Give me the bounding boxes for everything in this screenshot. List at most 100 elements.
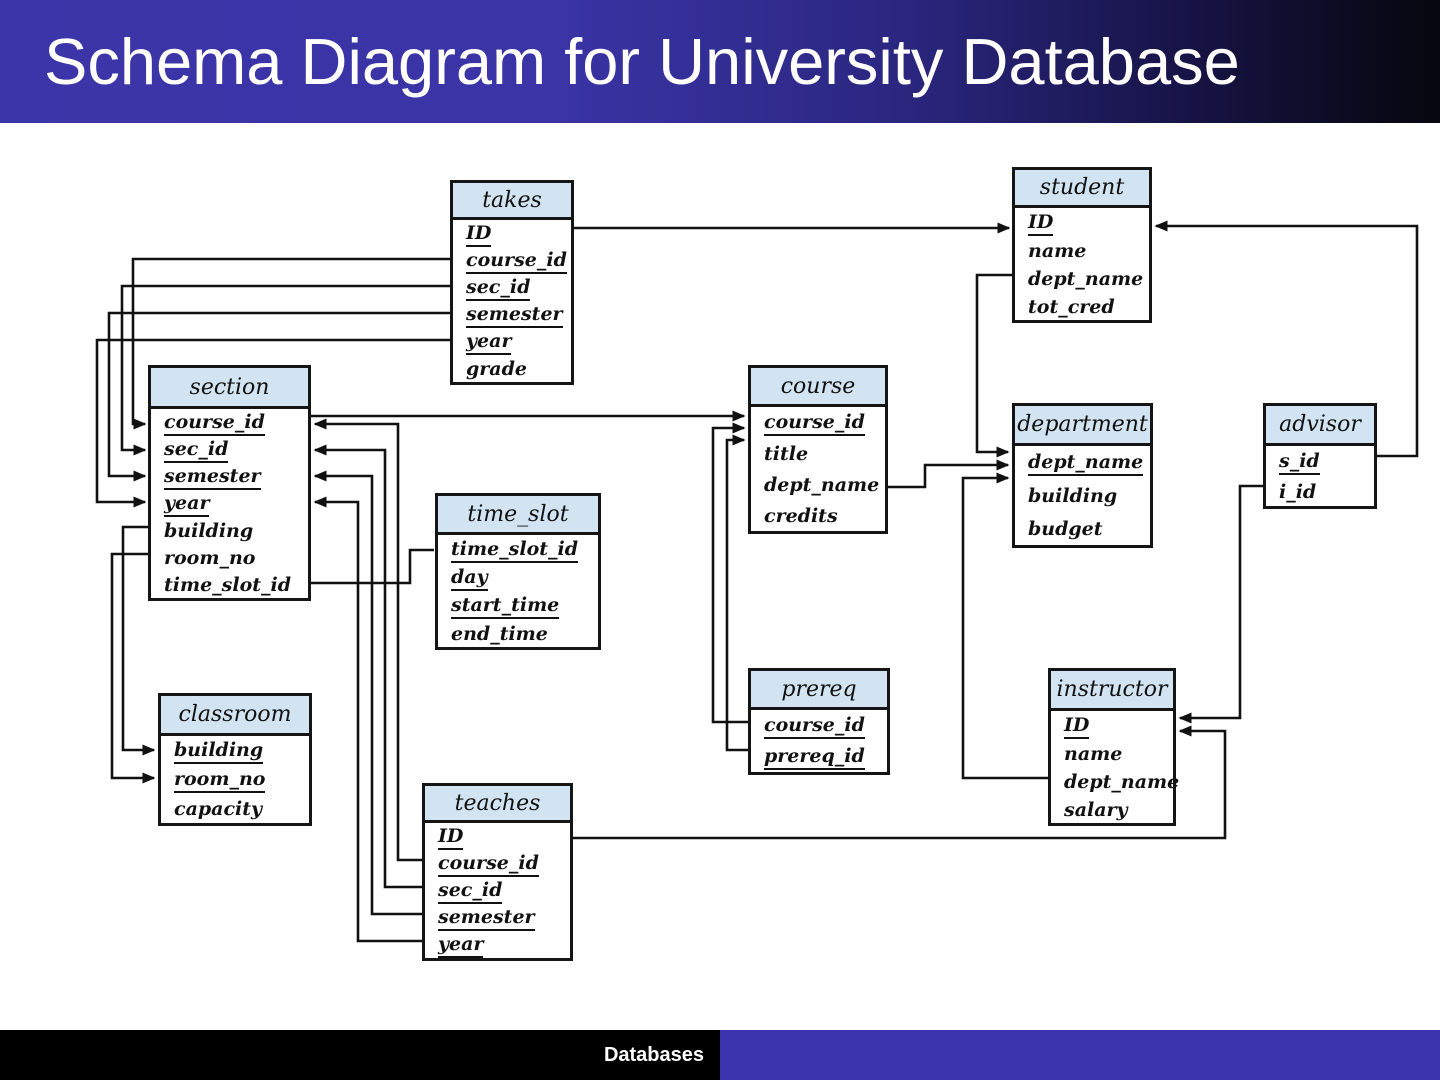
attribute-label: i_id [1279, 480, 1317, 503]
wire-course.dept_name-to-department.dept_name [888, 459, 1010, 489]
table-body: dept_name building budget [1015, 446, 1150, 547]
table-header-prereq: prereq [751, 671, 887, 710]
wire-teaches.semester-to-section.semester [313, 470, 422, 916]
wire-takes.course_id-to-section.course_id [131, 257, 450, 430]
table-prereq: prereq course_id prereq_id [748, 668, 890, 775]
primary-key-attribute: course_id [164, 413, 265, 436]
primary-key-attribute: dept_name [1028, 453, 1144, 476]
primary-key-attribute: ID [1028, 212, 1054, 236]
table-header-time_slot: time_slot [438, 496, 598, 535]
primary-key-attribute: day [451, 567, 488, 591]
attribute-teaches-course_id: course_id [438, 852, 570, 879]
primary-key-attribute: room_no [174, 770, 266, 793]
primary-key-attribute: prereq_id [764, 747, 865, 770]
attribute-teaches-year: year [438, 933, 570, 960]
table-header-student: student [1015, 170, 1149, 208]
title-bar: Schema Diagram for University Database [0, 0, 1440, 123]
table-header-teaches: teaches [425, 786, 570, 823]
page-title: Schema Diagram for University Database [44, 25, 1240, 98]
attribute-section-course_id: course_id [164, 411, 308, 438]
attribute-label: salary [1064, 798, 1128, 821]
attribute-classroom-room_no: room_no [174, 767, 309, 796]
primary-key-attribute: time_slot_id [451, 539, 579, 563]
table-body: building room_no capacity [161, 736, 309, 825]
attribute-takes-year: year [466, 330, 571, 357]
attribute-instructor-dept_name: dept_name [1064, 769, 1179, 797]
primary-key-attribute: ID [438, 827, 464, 850]
primary-key-attribute: course_id [764, 413, 865, 436]
attribute-classroom-capacity: capacity [174, 796, 309, 825]
primary-key-attribute: sec_id [438, 881, 503, 904]
table-header-instructor: instructor [1051, 671, 1173, 711]
primary-key-attribute: ID [1064, 715, 1090, 739]
table-header-department: department [1015, 406, 1150, 446]
attribute-instructor-ID: ID [1064, 713, 1173, 741]
attribute-time_slot-day: day [451, 565, 598, 593]
primary-key-attribute: semester [466, 305, 563, 328]
wire-advisor.i_id-to-instructor.ID [1178, 484, 1263, 724]
relationship-wires [95, 220, 1419, 943]
wire-section.building-to-classroom.building [121, 525, 156, 756]
table-header-takes: takes [453, 183, 571, 220]
attribute-student-dept_name: dept_name [1028, 266, 1149, 294]
wire-prereq.course_id-to-course.course_id [711, 422, 748, 724]
wire-takes.year-to-section.year [95, 338, 450, 508]
attribute-section-year: year [164, 492, 308, 519]
footer-blue-segment [720, 1030, 1440, 1080]
attribute-section-room_no: room_no [164, 546, 308, 573]
attribute-instructor-name: name [1064, 741, 1173, 769]
wire-takes.sec_id-to-section.sec_id [120, 284, 450, 456]
wire-teaches.year-to-section.year [313, 496, 422, 943]
table-department: department dept_name building budget [1012, 403, 1153, 548]
primary-key-attribute: year [466, 332, 512, 355]
attribute-label: dept_name [1064, 770, 1180, 793]
primary-key-attribute: course_id [764, 716, 865, 739]
primary-key-attribute: course_id [466, 251, 567, 274]
attribute-section-semester: semester [164, 465, 308, 492]
attribute-teaches-ID: ID [438, 825, 570, 852]
wire-section.room_no-to-classroom.room_no [110, 552, 156, 784]
table-body: course_id prereq_id [751, 710, 887, 774]
attribute-takes-semester: semester [466, 303, 571, 330]
attribute-label: grade [466, 358, 527, 380]
primary-key-attribute: year [164, 494, 210, 517]
attribute-takes-sec_id: sec_id [466, 276, 571, 303]
attribute-label: time_slot_id [164, 574, 292, 596]
primary-key-attribute: s_id [1279, 451, 1320, 475]
footer-label: Databases [603, 1043, 704, 1066]
primary-key-attribute: ID [466, 224, 492, 247]
attribute-course-title: title [764, 440, 885, 471]
attribute-label: budget [1028, 518, 1103, 540]
attribute-classroom-building: building [174, 738, 309, 767]
attribute-label: room_no [164, 547, 256, 569]
attribute-department-dept_name: dept_name [1028, 448, 1150, 481]
table-header-course: course [751, 368, 885, 407]
attribute-label: credits [764, 505, 838, 527]
attribute-takes-course_id: course_id [466, 249, 571, 276]
primary-key-attribute: semester [164, 467, 261, 490]
attribute-instructor-salary: salary [1064, 797, 1173, 825]
attribute-time_slot-start_time: start_time [451, 593, 598, 621]
attribute-label: name [1064, 742, 1123, 765]
attribute-label: capacity [174, 798, 263, 820]
primary-key-attribute: building [174, 741, 264, 764]
attribute-label: name [1028, 239, 1087, 262]
attribute-label: building [1028, 485, 1118, 507]
footer-bar: Databases [0, 1030, 1440, 1080]
wire-teaches.sec_id-to-section.sec_id [313, 444, 422, 889]
